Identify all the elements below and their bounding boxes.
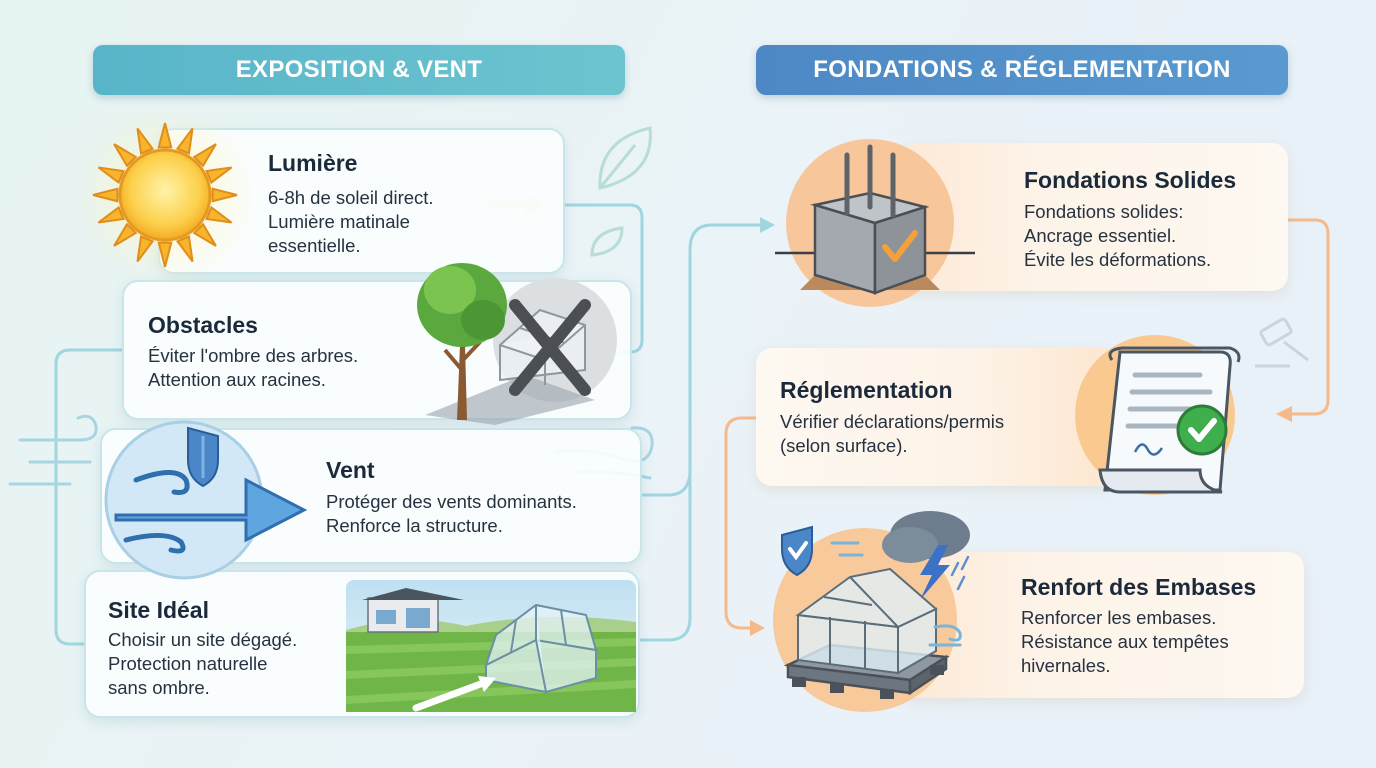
sun-ray bbox=[157, 241, 173, 268]
sun-ray bbox=[211, 187, 238, 203]
card-title: Lumière bbox=[268, 150, 358, 176]
card-description: Renforcer les embases. Résistance aux te… bbox=[1021, 607, 1229, 676]
shield-icon bbox=[781, 525, 813, 577]
sun-ray bbox=[113, 222, 138, 247]
card-description: Éviter l'ombre des arbres. Attention aux… bbox=[148, 345, 359, 390]
sun-ray bbox=[92, 187, 119, 203]
house-icon bbox=[362, 588, 464, 633]
sun-ray bbox=[192, 143, 217, 168]
card-title: Site Idéal bbox=[108, 597, 209, 623]
card-fondations-solides bbox=[900, 143, 1288, 291]
sun-ray bbox=[113, 143, 138, 168]
card-title: Fondations Solides bbox=[1024, 167, 1237, 193]
wind-swirl-icon bbox=[8, 414, 98, 486]
card-description: 6-8h de soleil direct. Lumière matinale … bbox=[268, 187, 434, 256]
card-description: Vérifier déclarations/permis (selon surf… bbox=[780, 411, 1005, 456]
concrete-block-icon bbox=[775, 139, 975, 307]
sun-ray bbox=[97, 166, 125, 185]
section-banner-fondations-reglementation: FONDATIONS & RÉGLEMENTATION bbox=[756, 45, 1288, 95]
greenhouse-field-icon bbox=[346, 580, 636, 712]
card-description: Protéger des vents dominants. Renforce l… bbox=[326, 491, 577, 536]
sun-ray bbox=[175, 235, 194, 263]
sun-ray bbox=[205, 205, 233, 224]
permit-document-icon bbox=[1075, 335, 1241, 495]
sun-ray bbox=[175, 127, 194, 155]
wind-shield-icon bbox=[104, 420, 308, 580]
card-renfort-embases bbox=[900, 552, 1304, 698]
sun-icon bbox=[73, 103, 257, 287]
sun-ray bbox=[136, 127, 155, 155]
tree-crossed-greenhouse-icon bbox=[417, 263, 617, 425]
card-title: Obstacles bbox=[148, 312, 258, 338]
section-banner-exposition-vent: EXPOSITION & VENT bbox=[93, 45, 625, 95]
sun-ray bbox=[97, 205, 125, 224]
card-title: Réglementation bbox=[780, 377, 953, 403]
card-description: Fondations solides: Ancrage essentiel. É… bbox=[1024, 201, 1212, 270]
leaf-icon bbox=[590, 126, 652, 257]
gavel-icon bbox=[1255, 317, 1309, 368]
sun-ray bbox=[157, 122, 173, 149]
sun-ray bbox=[136, 235, 155, 263]
sun-ray bbox=[192, 222, 217, 247]
storm-cloud-icon bbox=[882, 511, 970, 600]
sun-ray bbox=[205, 166, 233, 185]
card-title: Vent bbox=[326, 457, 375, 483]
reinforced-greenhouse-icon bbox=[773, 511, 970, 712]
card-description: Choisir un site dégagé. Protection natur… bbox=[108, 629, 298, 698]
card-title: Renfort des Embases bbox=[1021, 574, 1257, 600]
card-reglementation bbox=[756, 348, 1116, 486]
